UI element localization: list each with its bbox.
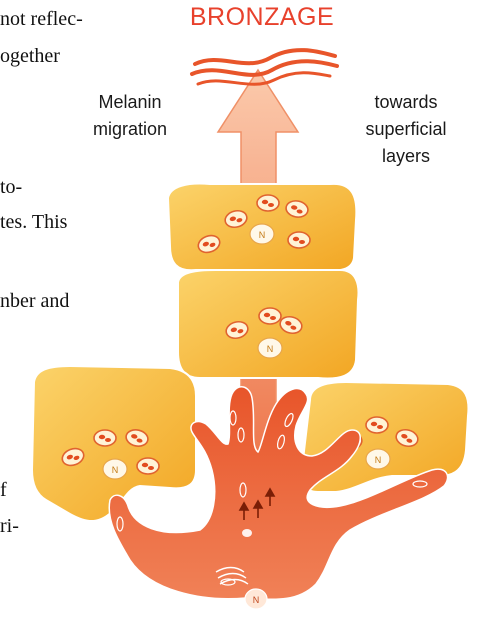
nucleus-label-right: N xyxy=(375,455,382,465)
keratinocyte-middle xyxy=(178,270,358,378)
keratinocyte-top xyxy=(168,184,356,271)
nucleus-label-left: N xyxy=(112,465,119,475)
nucleus-label-melanocyte: N xyxy=(253,595,260,605)
nucleus-label-top: N xyxy=(259,230,266,240)
nucleus-label-middle: N xyxy=(267,344,274,354)
